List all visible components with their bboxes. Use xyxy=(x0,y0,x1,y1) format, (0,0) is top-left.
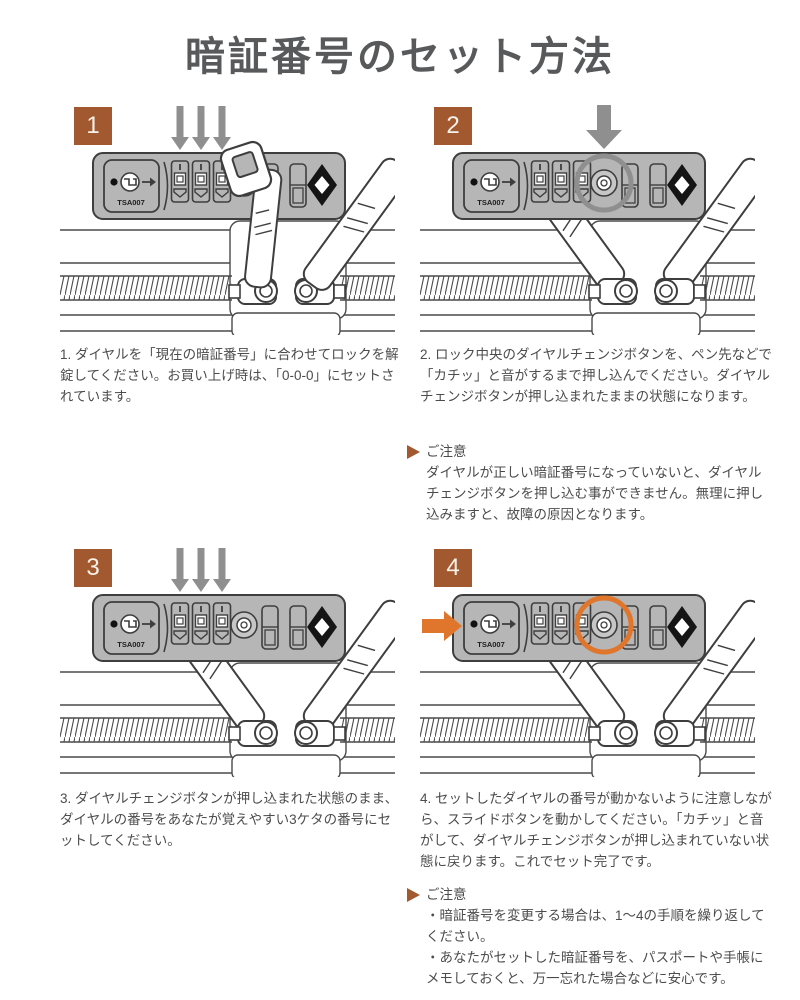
step-1-number: 1 xyxy=(86,112,100,139)
svg-text:TSA007: TSA007 xyxy=(117,640,145,649)
caution-triangle-icon xyxy=(407,887,420,902)
step-4-text: 4. セットしたダイヤルの番号が動かないように注意しながら、スライドボタンを動か… xyxy=(420,791,772,869)
step-3-text: 3. ダイヤルチェンジボタンが押し込まれた状態のまま、ダイヤルの番号をあなたが覚… xyxy=(60,791,399,848)
svg-text:TSA007: TSA007 xyxy=(477,198,505,207)
step-2-section: TSA007 xyxy=(420,103,770,338)
page-title: 暗証番号のセット方法 xyxy=(185,35,615,79)
step-2-lock-illustration: TSA007 xyxy=(420,103,770,338)
step-3-lock-illustration: TSA007 xyxy=(60,545,410,780)
step-1-number-badge: 1 xyxy=(74,107,112,145)
caution-note-2-line: ・あなたがセットした暗証番号を、パスポートや手帳にメモしておくと、万一忘れた場合… xyxy=(426,950,764,986)
step-4-number-badge: 4 xyxy=(434,549,472,587)
step-3-section: TSA007 xyxy=(60,545,410,780)
svg-text:TSA007: TSA007 xyxy=(477,640,505,649)
step-2-text: 2. ロック中央のダイヤルチェンジボタンを、ペン先などで「カチッ」と音がするまで… xyxy=(420,347,772,404)
step-4-number: 4 xyxy=(446,554,460,581)
caution-note-2-heading: ご注意 xyxy=(426,887,467,902)
step-4-lock-illustration: TSA007 xyxy=(420,545,770,780)
step-1-section: TSA007 xyxy=(60,103,410,338)
caution-triangle-icon xyxy=(407,444,420,459)
step-2-number: 2 xyxy=(446,112,460,139)
step-1-text: 1. ダイヤルを「現在の暗証番号」に合わせてロックを解錠してください。お買い上げ… xyxy=(60,347,399,404)
caution-note-2-line: ・暗証番号を変更する場合は、1～4の手順を繰り返してください。 xyxy=(426,908,765,944)
step-3-number: 3 xyxy=(86,554,100,581)
caution-note-1-body: ダイヤルが正しい暗証番号になっていないと、ダイヤルチェンジボタンを押し込む事がで… xyxy=(426,462,769,525)
caution-note-1-line: ダイヤルが正しい暗証番号になっていないと、ダイヤルチェンジボタンを押し込む事がで… xyxy=(426,465,764,522)
step-1-lock-illustration: TSA007 xyxy=(60,103,410,338)
svg-text:TSA007: TSA007 xyxy=(117,198,145,207)
caution-note-1-heading: ご注意 xyxy=(426,444,467,459)
caution-note-2-heading-row: ご注意 xyxy=(407,884,773,905)
step-4-section: TSA007 xyxy=(420,545,770,780)
caution-note-1: ご注意 ダイヤルが正しい暗証番号になっていないと、ダイヤルチェンジボタンを押し込… xyxy=(407,441,769,525)
step-3-number-badge: 3 xyxy=(74,549,112,587)
caution-note-2-body: ・暗証番号を変更する場合は、1～4の手順を繰り返してください。 ・あなたがセット… xyxy=(426,905,773,989)
caution-note-1-heading-row: ご注意 xyxy=(407,441,769,462)
step-2-number-badge: 2 xyxy=(434,107,472,145)
caution-note-2: ご注意 ・暗証番号を変更する場合は、1～4の手順を繰り返してください。 ・あなた… xyxy=(407,884,773,989)
